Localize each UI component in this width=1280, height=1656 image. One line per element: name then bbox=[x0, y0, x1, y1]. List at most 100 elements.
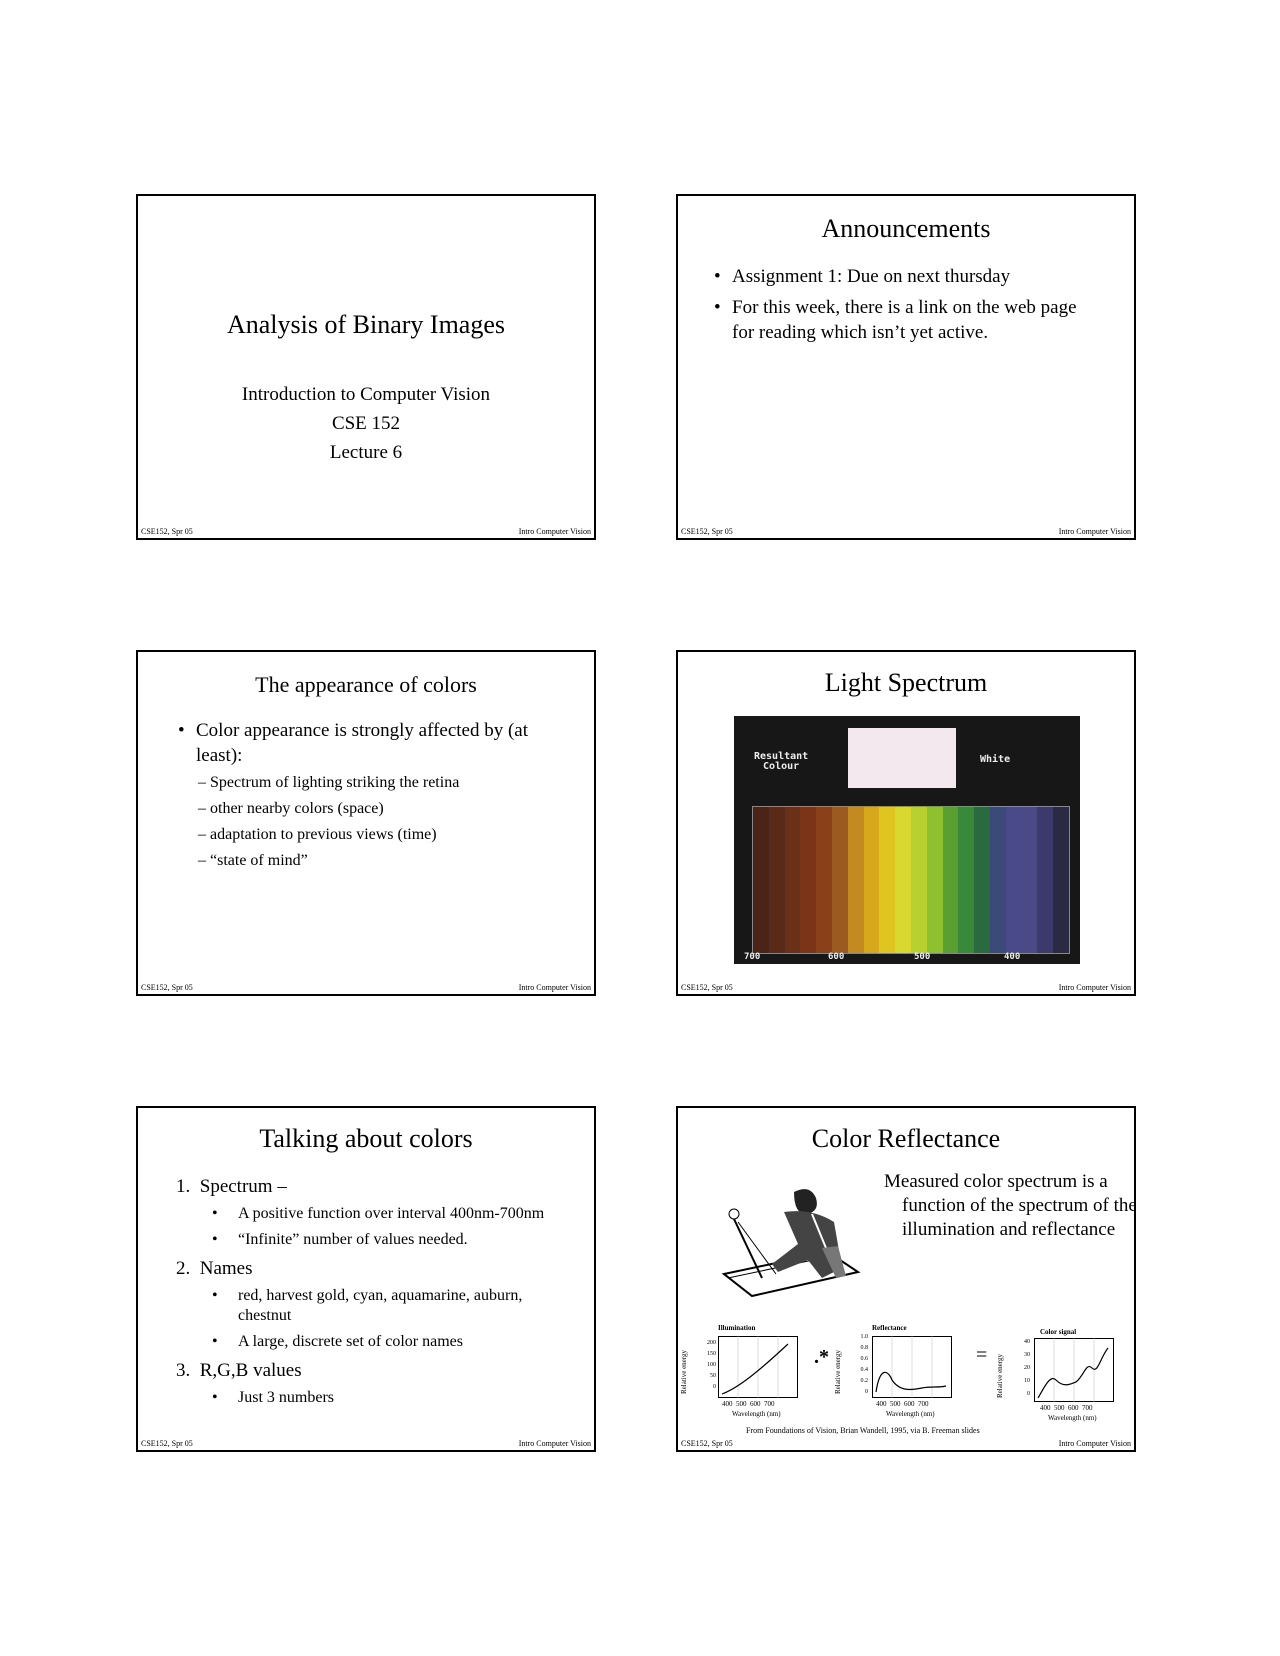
x-axis-label: Wavelength (nm) bbox=[886, 1410, 935, 1418]
x-ticks: 400 500 600 700 bbox=[722, 1400, 775, 1408]
footer-left: CSE152, Spr 05 bbox=[141, 527, 193, 536]
spectrum-image: Resultant Colour White 700 600 500 400 bbox=[734, 716, 1080, 964]
x-ticks: 400 500 600 700 bbox=[1040, 1404, 1093, 1412]
numbered-list: 1. Spectrum – A positive function over i… bbox=[176, 1176, 566, 1408]
sub-item: Just 3 numbers bbox=[210, 1388, 566, 1408]
spectrum-band bbox=[863, 807, 880, 953]
sub-item: – Spectrum of lighting striking the reti… bbox=[198, 774, 460, 791]
footer-right: Intro Computer Vision bbox=[1058, 983, 1131, 992]
bullet-item: For this week, there is a link on the we… bbox=[712, 295, 1092, 345]
y-axis-label: Relative energy bbox=[996, 1354, 1004, 1398]
list-item: 2. Names bbox=[176, 1258, 253, 1279]
white-label: White bbox=[980, 754, 1011, 765]
spectrum-band bbox=[958, 807, 975, 953]
resultant-swatch bbox=[848, 728, 956, 788]
spectrum-band bbox=[989, 807, 1006, 953]
slide-6: Color Reflectance Measured color spectru… bbox=[676, 1106, 1136, 1452]
footer-left: CSE152, Spr 05 bbox=[141, 1439, 193, 1448]
footer-right: Intro Computer Vision bbox=[1058, 527, 1131, 536]
spectrum-band bbox=[784, 807, 801, 953]
bullet-list: Color appearance is strongly affected by… bbox=[176, 718, 536, 768]
spectrum-band bbox=[847, 807, 864, 953]
footer-left: CSE152, Spr 05 bbox=[681, 527, 733, 536]
footer-left: CSE152, Spr 05 bbox=[681, 983, 733, 992]
sub-item: red, harvest gold, cyan, aquamarine, aub… bbox=[210, 1286, 566, 1326]
spectrum-band bbox=[942, 807, 959, 953]
reflectance-text: Measured color spectrum is a function of… bbox=[884, 1171, 1136, 1240]
spectrum-band bbox=[926, 807, 943, 953]
graph-title: Illumination bbox=[718, 1324, 756, 1332]
spectrum-band bbox=[831, 807, 848, 953]
spectrum-band bbox=[1037, 807, 1054, 953]
x-ticks: 400 500 600 700 bbox=[876, 1400, 929, 1408]
bullet-item: Color appearance is strongly affected by… bbox=[176, 718, 536, 768]
sub-list: Just 3 numbers bbox=[210, 1388, 566, 1408]
footer-right: Intro Computer Vision bbox=[518, 527, 591, 536]
footer-left: CSE152, Spr 05 bbox=[681, 1439, 733, 1448]
spectrum-band bbox=[1005, 807, 1022, 953]
slide-title: Light Spectrum bbox=[824, 668, 988, 697]
spectrum-bands bbox=[752, 806, 1070, 954]
sub-item: – “state of mind” bbox=[198, 852, 308, 869]
slide-title: Analysis of Binary Images bbox=[226, 310, 505, 339]
equals-operator: = bbox=[976, 1344, 988, 1366]
color-signal-plot bbox=[1034, 1338, 1114, 1402]
x-axis-label: Wavelength (nm) bbox=[732, 1410, 781, 1418]
multiply-operator: .* bbox=[814, 1346, 829, 1368]
spectrum-band bbox=[1021, 807, 1038, 953]
tick-label: 600 bbox=[828, 952, 845, 962]
slide-3: The appearance of colors Color appearanc… bbox=[136, 650, 596, 996]
slide-title: Announcements bbox=[821, 214, 991, 243]
illumination-plot bbox=[718, 1336, 798, 1398]
tick-label: 400 bbox=[1004, 952, 1021, 962]
slide-title: The appearance of colors bbox=[255, 672, 477, 697]
sub-item: “Infinite” number of values needed. bbox=[210, 1230, 566, 1250]
tick-label: 500 bbox=[914, 952, 931, 962]
list-item: 1. Spectrum – bbox=[176, 1176, 287, 1197]
person-measuring-illustration bbox=[721, 1189, 861, 1298]
spectrum-band bbox=[910, 807, 927, 953]
spectrum-band bbox=[800, 807, 817, 953]
graph-title: Color signal bbox=[1040, 1328, 1077, 1336]
tick-label: 700 bbox=[744, 952, 761, 962]
y-axis-label: Relative energy bbox=[680, 1350, 688, 1394]
spectrum-band bbox=[974, 807, 990, 953]
y-axis-label: Relative energy bbox=[834, 1350, 842, 1394]
footer-right: Intro Computer Vision bbox=[518, 983, 591, 992]
spectrum-band bbox=[879, 807, 896, 953]
subtitle-line: Lecture 6 bbox=[329, 442, 403, 463]
slide-title: Color Reflectance bbox=[811, 1124, 1001, 1153]
slide-title: Talking about colors bbox=[259, 1124, 473, 1153]
sub-list: A positive function over interval 400nm-… bbox=[210, 1204, 566, 1250]
slide-1: Analysis of Binary Images Introduction t… bbox=[136, 194, 596, 540]
slide-5: Talking about colors 1. Spectrum – A pos… bbox=[136, 1106, 596, 1452]
bullet-list: Assignment 1: Due on next thursday For t… bbox=[712, 264, 1092, 345]
slide-4: Light Spectrum Resultant Colour White 70… bbox=[676, 650, 1136, 996]
spectrum-band bbox=[816, 807, 832, 953]
sub-item: A positive function over interval 400nm-… bbox=[210, 1204, 566, 1224]
slide-2: Announcements Assignment 1: Due on next … bbox=[676, 194, 1136, 540]
subtitle-line: Introduction to Computer Vision bbox=[241, 384, 491, 405]
credit-line: From Foundations of Vision, Brian Wandel… bbox=[746, 1426, 980, 1435]
sub-list: red, harvest gold, cyan, aquamarine, aub… bbox=[210, 1286, 566, 1352]
spectrum-band bbox=[753, 807, 769, 953]
sub-item: – adaptation to previous views (time) bbox=[198, 826, 437, 843]
spectrum-band bbox=[895, 807, 911, 953]
footer-right: Intro Computer Vision bbox=[1058, 1439, 1131, 1448]
spectrum-band bbox=[1053, 807, 1069, 953]
sub-item: A large, discrete set of color names bbox=[210, 1332, 566, 1352]
footer-right: Intro Computer Vision bbox=[518, 1439, 591, 1448]
x-axis-label: Wavelength (nm) bbox=[1048, 1414, 1097, 1422]
resultant-label: Resultant Colour bbox=[754, 751, 809, 772]
footer-left: CSE152, Spr 05 bbox=[141, 983, 193, 992]
sub-list: – Spectrum of lighting striking the reti… bbox=[198, 770, 459, 874]
reflectance-plot bbox=[872, 1336, 952, 1398]
subtitle-line: CSE 152 bbox=[331, 413, 401, 434]
sub-item: – other nearby colors (space) bbox=[198, 800, 384, 817]
